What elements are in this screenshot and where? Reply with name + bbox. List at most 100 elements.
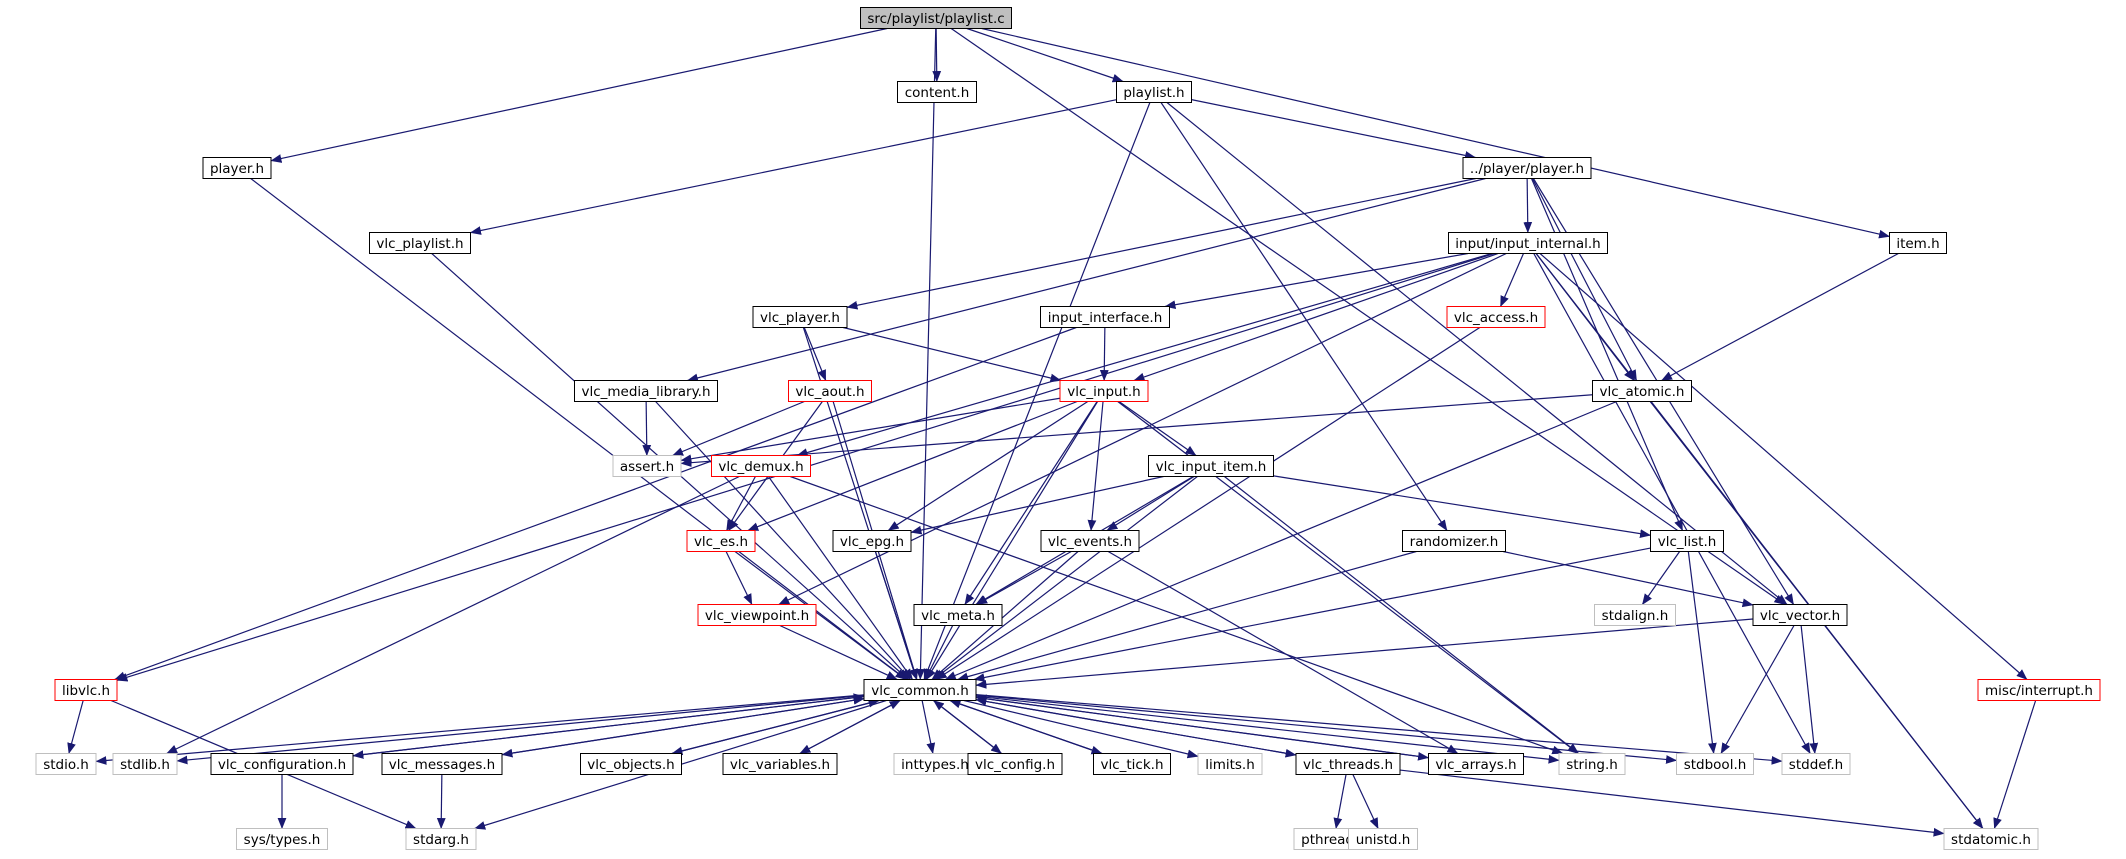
edge-vlc_messages-to-stdarg (436, 774, 446, 830)
edge-vlc_vector-to-stddef (1800, 625, 1819, 755)
node-stdarg[interactable]: stdarg.h (405, 828, 477, 850)
node-root[interactable]: src/playlist/playlist.c (860, 7, 1012, 29)
node-vlc_meta[interactable]: vlc_meta.h (913, 604, 1003, 626)
edge-vlc_tick-to-vlc_common (949, 699, 1103, 755)
node-player[interactable]: player.h (202, 157, 272, 179)
node-vlc_common[interactable]: vlc_common.h (863, 679, 977, 701)
node-vlc_playlist[interactable]: vlc_playlist.h (369, 232, 471, 254)
edge-root-to-item (981, 27, 1891, 239)
node-vlc_events[interactable]: vlc_events.h (1040, 530, 1140, 552)
node-item[interactable]: item.h (1889, 232, 1947, 254)
node-box (35, 753, 97, 775)
node-label: stdalign.h (1602, 608, 1669, 624)
node-vlc_atomic[interactable]: vlc_atomic.h (1592, 380, 1692, 402)
node-label: player.h (210, 161, 264, 177)
node-vlc_aout[interactable]: vlc_aout.h (788, 380, 872, 402)
edge-vlc_common-to-stdbool (975, 694, 1678, 764)
node-misc_interrupt[interactable]: misc/interrupt.h (1977, 679, 2101, 701)
node-vlc_input_item[interactable]: vlc_input_item.h (1148, 455, 1274, 477)
node-input_internal[interactable]: input/input_internal.h (1448, 232, 1608, 254)
node-unistd[interactable]: unistd.h (1348, 828, 1418, 850)
node-libvlc[interactable]: libvlc.h (54, 679, 118, 701)
edge-vlc_list-to-stdalign (1641, 551, 1681, 605)
edge-vlc_demux-to-stdlib (166, 475, 740, 755)
node-input_interface[interactable]: input_interface.h (1040, 306, 1170, 328)
node-box (686, 530, 756, 552)
node-label: stdarg.h (413, 832, 469, 848)
node-vlc_config[interactable]: vlc_config.h (967, 753, 1063, 775)
edge-item-to-vlc_atomic (1661, 252, 1899, 382)
node-vlc_list[interactable]: vlc_list.h (1650, 530, 1724, 552)
node-vlc_threads[interactable]: vlc_threads.h (1295, 753, 1401, 775)
node-label: vlc_epg.h (840, 534, 904, 550)
node-vlc_es[interactable]: vlc_es.h (686, 530, 756, 552)
node-vlc_demux[interactable]: vlc_demux.h (711, 455, 811, 477)
node-label: vlc_input_item.h (1156, 459, 1267, 475)
node-pplayer[interactable]: ../player/player.h (1462, 157, 1592, 179)
edge-vlc_events-to-vlc_meta (976, 550, 1072, 606)
node-label: vlc_atomic.h (1600, 384, 1685, 400)
edge-vlc_common-to-limits (963, 699, 1199, 759)
node-vlc_arrays[interactable]: vlc_arrays.h (1428, 753, 1524, 775)
node-vlc_objects[interactable]: vlc_objects.h (580, 753, 682, 775)
node-playlist[interactable]: playlist.h (1116, 81, 1192, 103)
node-box (1040, 306, 1170, 328)
edge-vlc_threads-to-pthread (1333, 774, 1347, 830)
edge-vlc_configuration-to-vlc_common (352, 693, 865, 757)
node-label: vlc_events.h (1048, 534, 1132, 550)
node-vlc_configuration[interactable]: vlc_configuration.h (210, 753, 354, 775)
node-box (1889, 232, 1947, 254)
edge-vlc_messages-to-vlc_common (501, 695, 865, 756)
edge-vlc_media_library-to-vlc_common (655, 401, 911, 680)
node-label: stdlib.h (120, 757, 170, 773)
edge-vlc_input-to-vlc_input_item (1118, 401, 1197, 456)
edge-vlc_viewpoint-to-vlc_common (779, 624, 898, 681)
node-content[interactable]: content.h (897, 81, 977, 103)
node-box (236, 828, 328, 850)
node-limits[interactable]: limits.h (1197, 753, 1263, 775)
edge-playlist-to-vlc_common (923, 102, 1151, 681)
node-stdatomic[interactable]: stdatomic.h (1943, 828, 2039, 850)
node-vlc_player[interactable]: vlc_player.h (752, 306, 848, 328)
edge-vlc_config-to-vlc_common (933, 700, 1002, 754)
node-label: vlc_viewpoint.h (705, 608, 809, 624)
edge-vlc_atomic-to-assert (680, 394, 1593, 468)
node-label: content.h (905, 85, 970, 101)
node-string[interactable]: string.h (1558, 753, 1626, 775)
edge-vlc_meta-to-vlc_common (924, 625, 954, 680)
edge-root-to-content (932, 28, 942, 83)
edge-vlc_input_item-to-vlc_list (1273, 475, 1652, 538)
node-vlc_messages[interactable]: vlc_messages.h (381, 753, 503, 775)
edge-vlc_input_item-to-vlc_events (1106, 475, 1195, 532)
edge-vlc_media_library-to-assert (642, 401, 652, 457)
node-vlc_input[interactable]: vlc_input.h (1059, 380, 1149, 402)
node-stdio[interactable]: stdio.h (35, 753, 97, 775)
node-vlc_media_library[interactable]: vlc_media_library.h (574, 380, 718, 402)
node-stdlib[interactable]: stdlib.h (112, 753, 178, 775)
node-label: vlc_es.h (694, 534, 748, 550)
edge-pplayer-to-vlc_atomic (1531, 178, 1638, 381)
node-sys_types[interactable]: sys/types.h (236, 828, 328, 850)
node-label: vlc_input.h (1067, 384, 1141, 400)
edge-input_internal-to-misc_interrupt (1539, 253, 2028, 680)
node-vlc_variables[interactable]: vlc_variables.h (722, 753, 838, 775)
edge-playlist-to-vlc_vector (1166, 102, 1788, 605)
node-vlc_epg[interactable]: vlc_epg.h (832, 530, 912, 552)
node-vlc_viewpoint[interactable]: vlc_viewpoint.h (697, 604, 817, 626)
node-box (1943, 828, 2039, 850)
node-randomizer[interactable]: randomizer.h (1402, 530, 1506, 552)
node-box (711, 455, 811, 477)
node-label: limits.h (1205, 757, 1255, 773)
node-stdbool[interactable]: stdbool.h (1676, 753, 1754, 775)
node-inttypes[interactable]: inttypes.h (893, 753, 977, 775)
node-label: stdio.h (43, 757, 89, 773)
node-stddef[interactable]: stddef.h (1781, 753, 1851, 775)
node-assert[interactable]: assert.h (612, 455, 682, 477)
node-vlc_access[interactable]: vlc_access.h (1446, 306, 1546, 328)
edge-input_internal-to-input_interface (1164, 252, 1469, 310)
nodes-layer: src/playlist/playlist.c content.h playlist… (35, 7, 2101, 850)
node-vlc_tick[interactable]: vlc_tick.h (1093, 753, 1171, 775)
node-vlc_vector[interactable]: vlc_vector.h (1752, 604, 1848, 626)
node-stdalign[interactable]: stdalign.h (1594, 604, 1676, 626)
edge-vlc_list-to-stdbool (1687, 551, 1717, 755)
